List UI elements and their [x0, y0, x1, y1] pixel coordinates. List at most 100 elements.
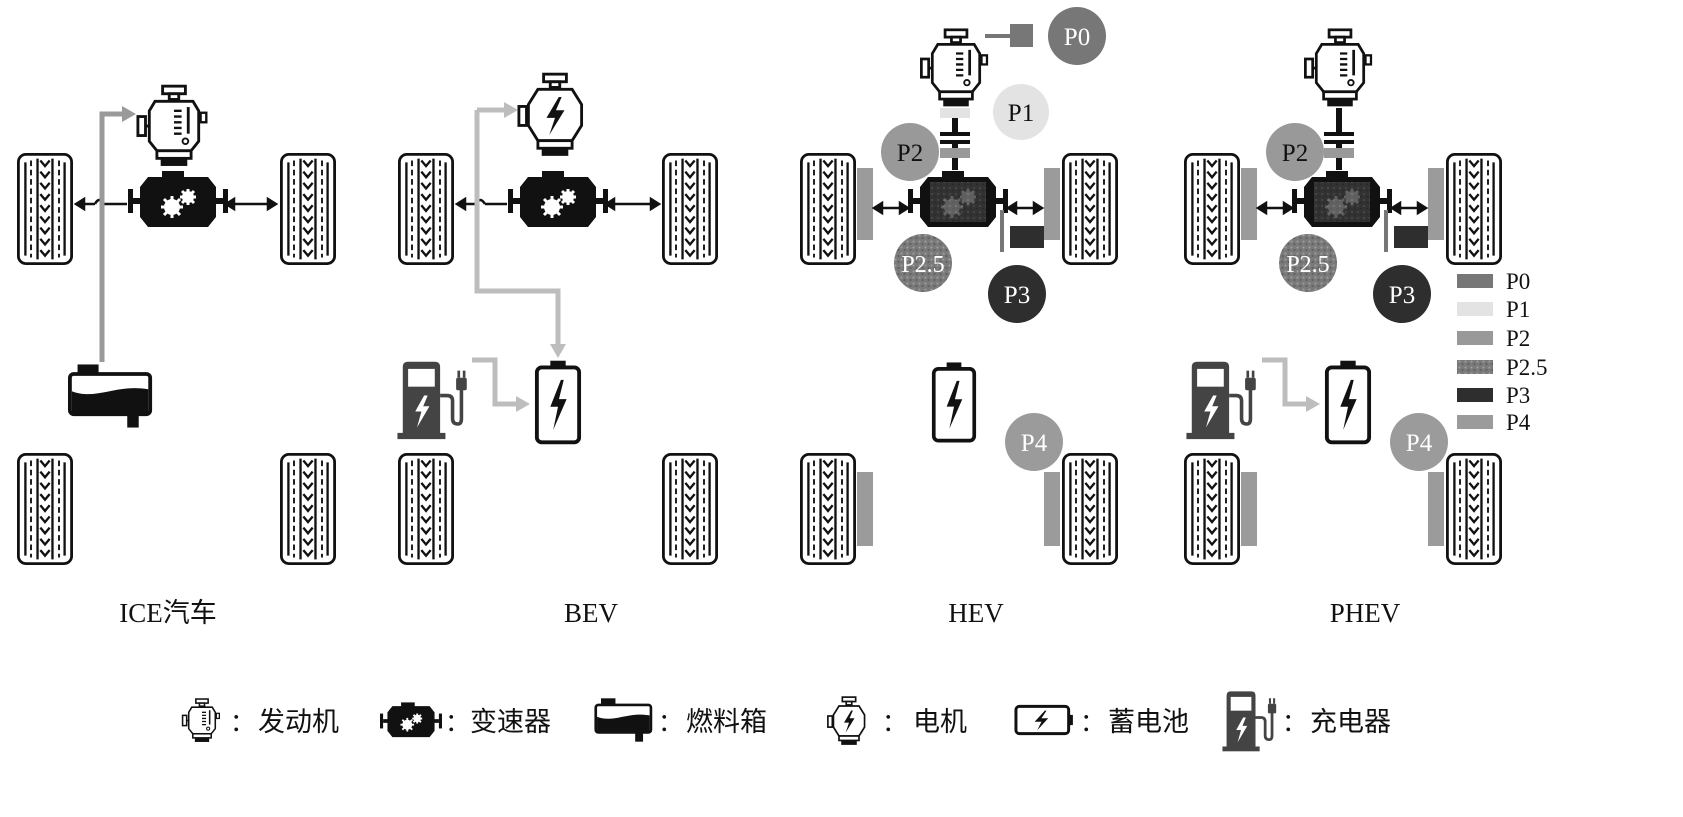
legend-item-p4: P4 — [1457, 410, 1531, 435]
legend-item-p1: P1 — [1457, 297, 1530, 322]
charger-icon — [1222, 690, 1278, 752]
fuel-tank-icon — [70, 364, 150, 427]
svg-text:P3: P3 — [1506, 383, 1530, 408]
tire-icon — [280, 452, 336, 566]
tire-icon — [1446, 152, 1502, 266]
svg-text:P0: P0 — [1064, 24, 1090, 51]
svg-text:P2.5: P2.5 — [901, 252, 944, 278]
power-flow-arrows — [1262, 357, 1320, 412]
legend-engine: ： 发动机 — [181, 698, 339, 744]
tire-icon — [398, 152, 454, 266]
component-legend: ： 发动机 ： 变速器 ： 燃料箱 ： 电机 ： 蓄电池 ： 充电器 — [181, 690, 1391, 752]
battery-icon — [931, 360, 977, 443]
transmission-icon — [380, 701, 442, 739]
engine-icon — [181, 698, 221, 744]
svg-text:P2.5: P2.5 — [1506, 355, 1548, 380]
tire-icon — [398, 452, 454, 566]
transmission-icon — [908, 170, 1008, 229]
tire-icon — [280, 152, 336, 266]
p3-motor — [1394, 226, 1428, 248]
p3-motor — [1010, 226, 1044, 248]
panel-bev: BEV — [397, 72, 718, 628]
clutch — [1324, 108, 1354, 148]
tire-icon — [1446, 452, 1502, 566]
svg-text:P4: P4 — [1021, 430, 1048, 457]
position-badge-p4: P4 — [1005, 413, 1063, 471]
electric-motor-icon — [517, 72, 584, 158]
svg-text:：: ： — [1080, 710, 1105, 737]
tire-icon — [662, 152, 718, 266]
p4-motor — [1241, 168, 1257, 240]
battery-icon — [534, 358, 582, 445]
engine-icon — [919, 28, 989, 108]
engine-icon — [136, 84, 208, 168]
svg-text:：: ： — [882, 710, 907, 737]
tire-icon — [662, 452, 718, 566]
fuel-line-arrow — [99, 106, 136, 362]
svg-text:P2: P2 — [897, 140, 923, 167]
svg-text:充电器: 充电器 — [1310, 707, 1391, 737]
svg-text:：: ： — [1282, 710, 1307, 737]
panel-label: ICE汽车 — [119, 598, 217, 628]
position-legend: P0 P1 P2 P2.5 P3 P4 — [1457, 269, 1548, 435]
svg-text:：: ： — [445, 710, 470, 737]
position-badge-p2: P2 — [881, 123, 939, 181]
p1-motor — [940, 108, 970, 118]
transmission-icon — [128, 170, 228, 229]
tire-icon — [1062, 452, 1118, 566]
p4-motor — [1044, 168, 1060, 240]
svg-text:P2.5: P2.5 — [1286, 252, 1329, 278]
position-badge-p3: P3 — [1373, 265, 1431, 323]
p4-motor — [1428, 472, 1444, 546]
fuel-tank-icon — [594, 697, 653, 743]
position-badge-p2: P2 — [1266, 123, 1324, 181]
svg-text:燃料箱: 燃料箱 — [686, 707, 767, 737]
p4-motor — [1044, 472, 1060, 546]
tire-icon — [1184, 452, 1240, 566]
legend-item-p2: P2 — [1457, 326, 1530, 351]
legend-charger: ： 充电器 — [1222, 690, 1391, 752]
transmission-icon — [1292, 170, 1392, 229]
svg-text:电机: 电机 — [913, 707, 967, 737]
tire-icon — [1062, 152, 1118, 266]
axle-arrows — [454, 196, 662, 212]
tire-icon — [1184, 152, 1240, 266]
panel-label: PHEV — [1330, 598, 1401, 628]
clutch — [940, 118, 970, 148]
charger-icon — [1186, 360, 1258, 440]
power-flow-arrows — [472, 102, 566, 412]
p4-motor — [857, 168, 873, 240]
svg-text:P3: P3 — [1389, 282, 1415, 309]
svg-text:P2: P2 — [1506, 326, 1530, 351]
position-badge-p2-5: P2.5 — [1279, 234, 1337, 292]
p2-motor — [1324, 148, 1354, 158]
tire-icon — [800, 452, 856, 566]
position-badge-p4: P4 — [1390, 413, 1448, 471]
panel-ice: ICE汽车 — [17, 84, 336, 628]
svg-text:P4: P4 — [1406, 430, 1433, 457]
svg-text:P1: P1 — [1008, 100, 1034, 127]
position-badge-p3: P3 — [988, 265, 1046, 323]
axle-arrows — [1255, 200, 1429, 216]
engine-icon — [1303, 28, 1373, 108]
axle-arrows — [73, 196, 279, 212]
svg-text:P3: P3 — [1004, 282, 1030, 309]
legend-item-p0: P0 — [1457, 269, 1530, 294]
p0-motor — [1010, 24, 1033, 47]
svg-text:：: ： — [658, 710, 683, 737]
position-badge-p0: P0 — [1048, 7, 1106, 65]
svg-text:蓄电池: 蓄电池 — [1108, 707, 1189, 737]
battery-icon — [1014, 704, 1074, 736]
battery-icon — [1324, 358, 1372, 445]
panel-phev: P2 P2.5 P3 P4 PHEV — [1184, 28, 1502, 628]
legend-fuel-tank: ： 燃料箱 — [594, 697, 767, 743]
tire-icon — [17, 152, 73, 266]
tire-icon — [800, 152, 856, 266]
tire-icon — [17, 452, 73, 566]
charger-icon — [397, 360, 469, 440]
svg-text:发动机: 发动机 — [258, 707, 339, 737]
axle-arrows — [871, 200, 1045, 216]
p4-motor — [857, 472, 873, 546]
svg-text:P1: P1 — [1506, 297, 1530, 322]
